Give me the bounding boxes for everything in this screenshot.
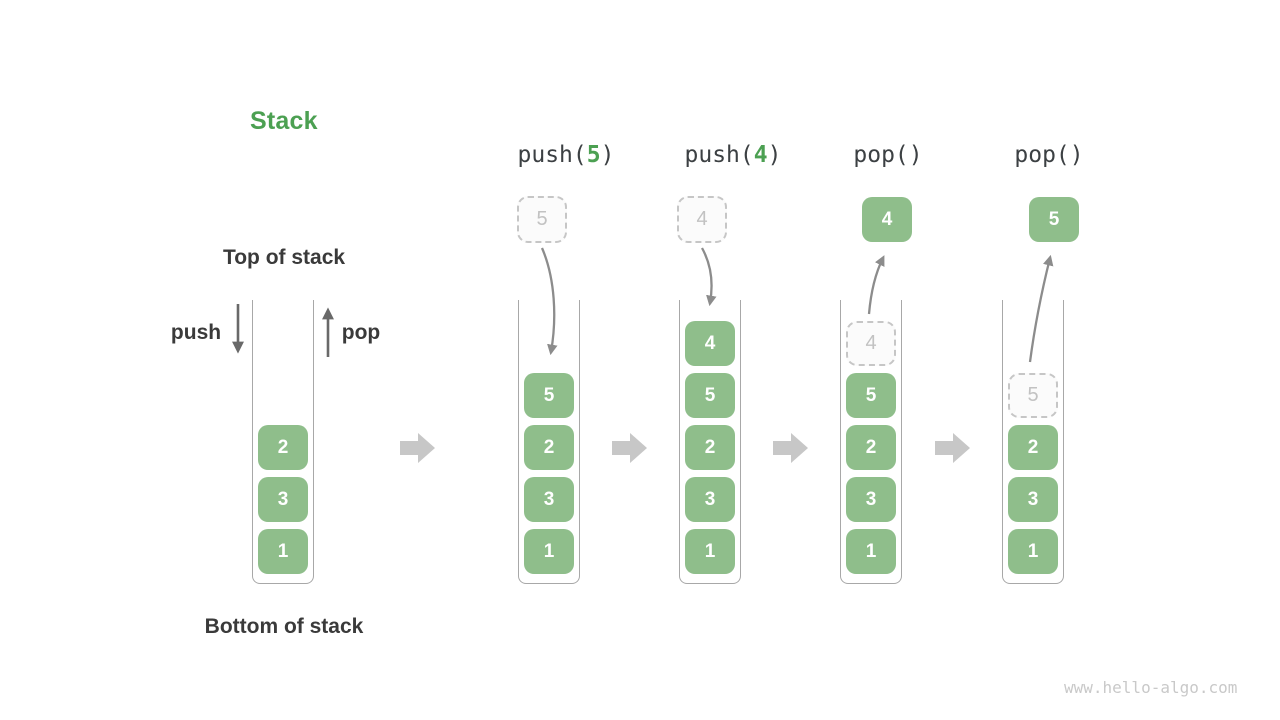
- stack-cell: 2: [258, 425, 308, 470]
- stack-cell: 5: [524, 373, 574, 418]
- stack-cell: 1: [846, 529, 896, 574]
- op-suffix: ): [767, 142, 782, 168]
- stack-cell: 5: [685, 373, 735, 418]
- top-of-stack-label: Top of stack: [222, 246, 346, 269]
- flow-arrow-icon: [400, 433, 435, 463]
- op-prefix: push(: [517, 142, 587, 168]
- flow-arrow-icon: [773, 433, 808, 463]
- stack-cell: 3: [258, 477, 308, 522]
- stack-cell: 3: [685, 477, 735, 522]
- watermark: www.hello-algo.com: [1064, 678, 1238, 697]
- stack-cell: 1: [258, 529, 308, 574]
- popping-value-ghost-cell: 5: [1008, 373, 1058, 418]
- diagram-title: Stack: [250, 107, 318, 135]
- stack-cell: 3: [1008, 477, 1058, 522]
- op-prefix: pop(): [1014, 142, 1084, 168]
- push-label: push: [170, 321, 222, 344]
- operation-label-push-4: push(4): [685, 142, 782, 168]
- stack-cell: 2: [685, 425, 735, 470]
- operation-label-pop-2: pop(): [1014, 142, 1083, 168]
- pushed-value-ghost-box: 5: [517, 196, 567, 243]
- pop-label: pop: [341, 321, 381, 344]
- push-4-move-arrow-icon: [700, 247, 717, 307]
- op-arg: 5: [586, 142, 601, 168]
- stack-cell: 4: [685, 321, 735, 366]
- flow-arrow-icon: [612, 433, 647, 463]
- flow-arrow-icon: [935, 433, 970, 463]
- op-prefix: push(: [684, 142, 754, 168]
- stack-cell: 1: [524, 529, 574, 574]
- operation-label-pop-1: pop(): [853, 142, 922, 168]
- popping-value-ghost-cell: 4: [846, 321, 896, 366]
- stack-cell: 2: [524, 425, 574, 470]
- stack-cell: 2: [846, 425, 896, 470]
- pushed-value-ghost-box: 4: [677, 196, 727, 243]
- stack-cell: 2: [1008, 425, 1058, 470]
- bottom-of-stack-label: Bottom of stack: [204, 615, 364, 638]
- stack-cell: 1: [1008, 529, 1058, 574]
- stack-cell: 3: [524, 477, 574, 522]
- operation-label-push-5: push(5): [518, 142, 615, 168]
- popped-value-box: 5: [1029, 197, 1079, 242]
- stack-cell: 5: [846, 373, 896, 418]
- stack-cell: 1: [685, 529, 735, 574]
- popped-value-box: 4: [862, 197, 912, 242]
- op-arg: 4: [753, 142, 768, 168]
- op-suffix: ): [600, 142, 615, 168]
- op-prefix: pop(): [853, 142, 923, 168]
- stack-cell: 3: [846, 477, 896, 522]
